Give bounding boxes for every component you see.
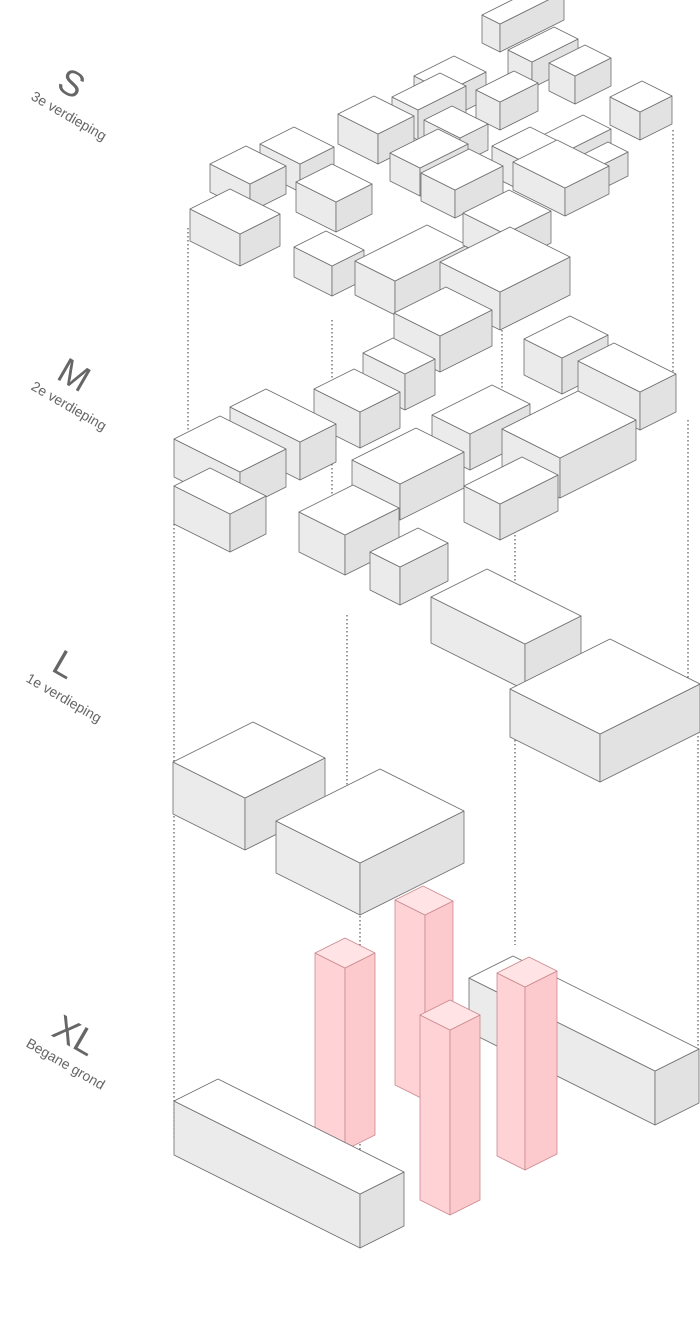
block-m-11 <box>464 457 558 540</box>
block-right-face <box>345 953 375 1150</box>
block-left-face <box>315 953 345 1150</box>
level-label-xl: XL Begane grond <box>24 998 129 1092</box>
tower-0 <box>315 938 375 1150</box>
tower-3 <box>420 1000 480 1215</box>
level-code: L <box>46 641 84 687</box>
building-blocks <box>173 0 700 1248</box>
block-left-face <box>497 973 525 1170</box>
level-label-l: L 1e verdieping <box>24 633 126 725</box>
block-right-face <box>450 1015 480 1215</box>
block-s-19 <box>294 231 364 296</box>
block-right-face <box>525 971 557 1170</box>
level-label-s: S 3e verdieping <box>29 51 131 143</box>
tower-2 <box>497 957 557 1170</box>
block-s-6 <box>610 81 672 140</box>
block-left-face <box>420 1015 450 1215</box>
level-label-m: M 2e verdieping <box>29 341 131 433</box>
